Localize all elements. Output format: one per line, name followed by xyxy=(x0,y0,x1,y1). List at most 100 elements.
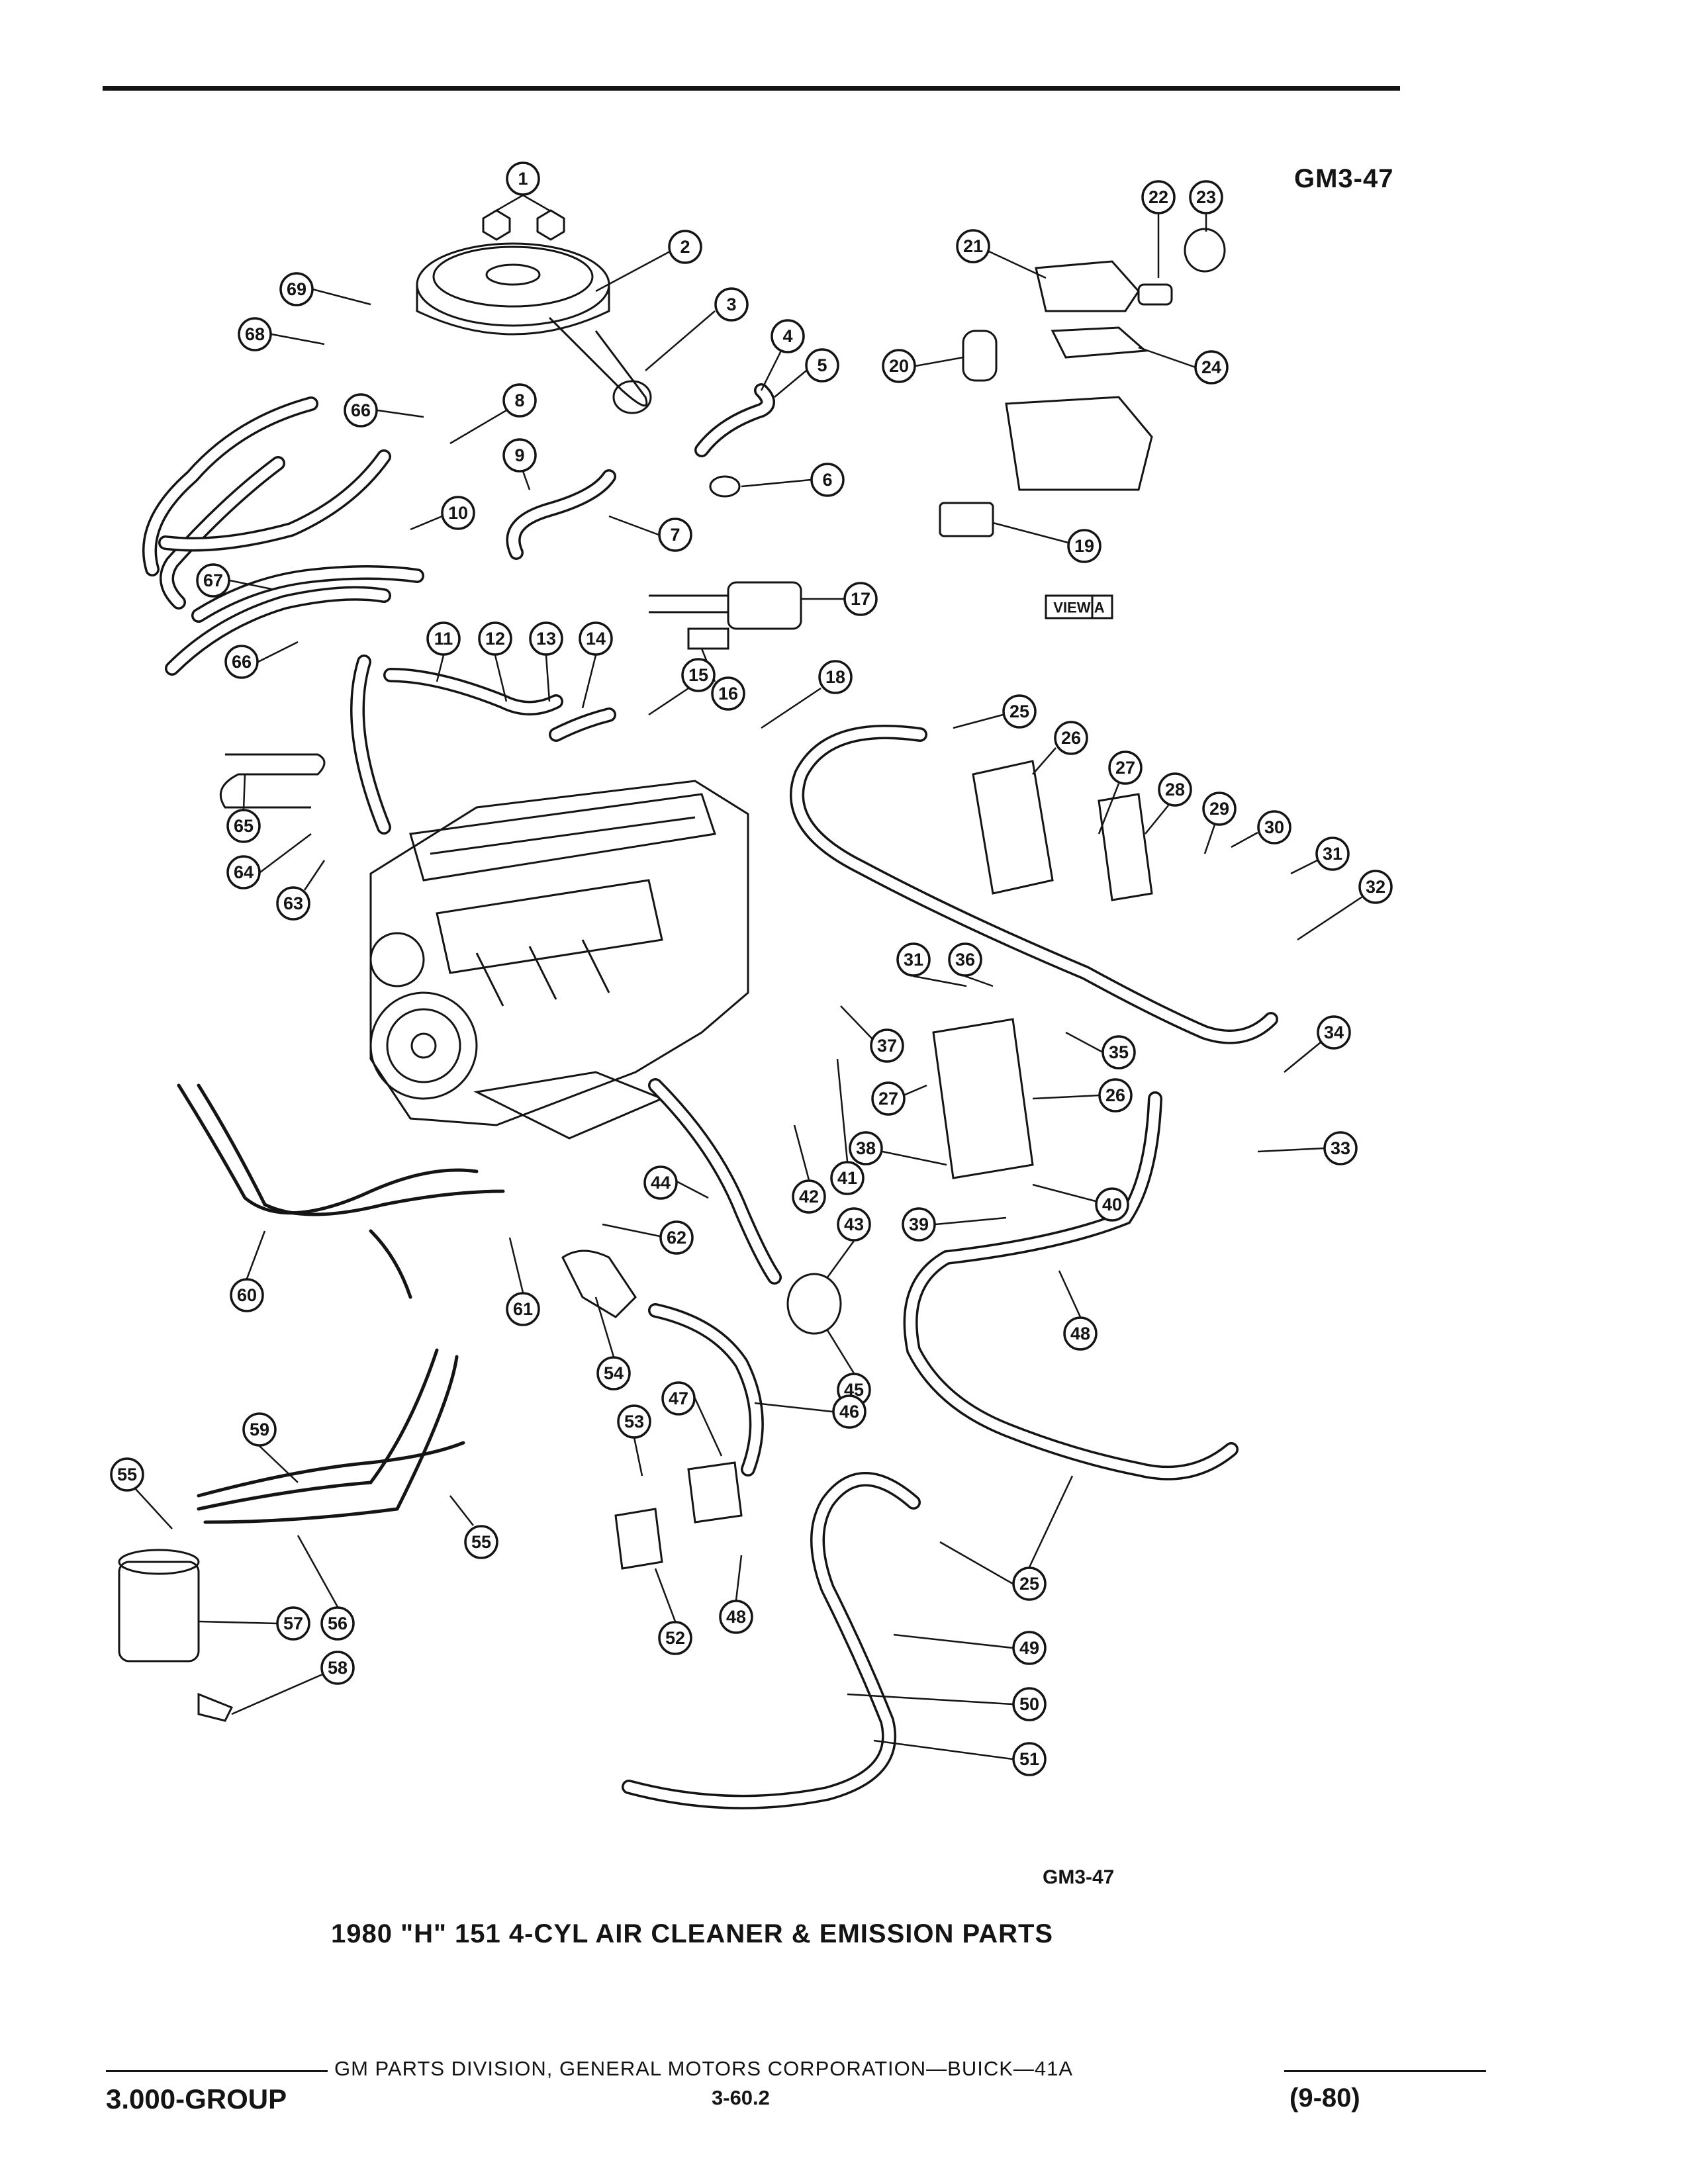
callout-number: 7 xyxy=(670,525,680,545)
callout-number: 3 xyxy=(726,295,736,314)
callout-52: 52 xyxy=(658,1621,692,1655)
callout-5: 5 xyxy=(805,348,839,383)
callout-35: 35 xyxy=(1102,1035,1136,1069)
air-cleaner-housing xyxy=(416,242,652,414)
callout-12: 12 xyxy=(478,621,512,656)
callout-31: 31 xyxy=(896,942,931,977)
pcv-hoses xyxy=(506,383,775,560)
callout-64: 64 xyxy=(226,855,261,889)
footer-date: (9-80) xyxy=(1289,2083,1360,2113)
callout-circle xyxy=(902,1207,936,1242)
callout-65: 65 xyxy=(226,809,261,843)
callout-number: 25 xyxy=(1019,1574,1039,1594)
callout-number: 19 xyxy=(1074,536,1094,556)
callout-number: 61 xyxy=(513,1299,533,1319)
callout-26: 26 xyxy=(1098,1078,1133,1113)
callout-54: 54 xyxy=(596,1356,631,1390)
callout-number: 5 xyxy=(817,355,827,375)
callout-44: 44 xyxy=(643,1165,678,1200)
callout-19: 19 xyxy=(1067,529,1102,563)
callout-14: 14 xyxy=(579,621,613,656)
callout-number: 65 xyxy=(234,816,254,836)
vacuum-hoses-upper-left xyxy=(142,396,424,676)
callout-number: 40 xyxy=(1102,1195,1122,1214)
callout-number: 59 xyxy=(250,1420,269,1439)
callout-17: 17 xyxy=(843,582,878,616)
callout-49: 49 xyxy=(1012,1631,1047,1665)
footer-division-text: GM PARTS DIVISION, GENERAL MOTORS CORPOR… xyxy=(334,2057,1074,2080)
callout-number: 44 xyxy=(651,1173,671,1193)
callout-24: 24 xyxy=(1194,350,1229,385)
callout-66: 66 xyxy=(344,393,378,428)
callout-circle xyxy=(668,230,702,264)
callout-circle xyxy=(658,518,692,552)
callout-number: 34 xyxy=(1324,1023,1344,1042)
callout-69: 69 xyxy=(279,272,314,306)
callout-circle xyxy=(1189,180,1223,214)
callout-number: 16 xyxy=(718,684,738,704)
callout-number: 51 xyxy=(1019,1749,1039,1769)
callout-number: 48 xyxy=(1070,1324,1090,1343)
callout-circle xyxy=(242,1412,277,1447)
callout-number: 31 xyxy=(1323,844,1342,864)
callout-number: 17 xyxy=(851,589,870,609)
callout-circle xyxy=(1194,350,1229,385)
callout-circle xyxy=(870,1028,904,1063)
callout-number: 42 xyxy=(799,1187,819,1206)
figure-id-bottom: GM3-47 xyxy=(1043,1866,1115,1888)
callout-circle xyxy=(110,1457,144,1492)
callout-number: 66 xyxy=(351,400,371,420)
callout-circle xyxy=(659,1220,694,1255)
callout-circle xyxy=(805,348,839,383)
callout-number: 22 xyxy=(1149,187,1168,207)
callout-circle xyxy=(1202,792,1237,826)
parts-illustration: VIEW A xyxy=(118,209,1278,1809)
engine-block xyxy=(369,780,749,1140)
callout-37: 37 xyxy=(870,1028,904,1063)
callout-number: 37 xyxy=(877,1036,897,1056)
callout-circle xyxy=(1102,1035,1136,1069)
callout-number: 33 xyxy=(1331,1138,1350,1158)
callout-53: 53 xyxy=(617,1404,651,1439)
callout-number: 25 xyxy=(1009,702,1029,721)
callout-circle xyxy=(810,463,845,497)
callout-circle xyxy=(226,809,261,843)
callout-circle xyxy=(478,621,512,656)
callout-circle xyxy=(896,942,931,977)
callout-circle xyxy=(279,272,314,306)
callout-number: 60 xyxy=(237,1285,257,1305)
callout-number: 28 xyxy=(1165,780,1185,799)
callout-number: 10 xyxy=(448,503,468,523)
callout-34: 34 xyxy=(1317,1015,1351,1050)
callout-32: 32 xyxy=(1358,870,1393,904)
wing-nuts xyxy=(482,209,565,241)
callout-46: 46 xyxy=(832,1394,867,1429)
callout-number: 68 xyxy=(245,324,265,344)
callout-47: 47 xyxy=(661,1381,696,1416)
callout-number: 39 xyxy=(909,1214,929,1234)
callout-number: 55 xyxy=(471,1532,491,1552)
callout-circle xyxy=(1012,1567,1047,1601)
callout-2: 2 xyxy=(668,230,702,264)
callout-number: 38 xyxy=(856,1138,876,1158)
callout-36: 36 xyxy=(948,942,982,977)
callout-number: 18 xyxy=(825,667,845,687)
callout-42: 42 xyxy=(792,1179,826,1214)
vacuum-lines-left xyxy=(177,1083,505,1524)
callout-circle xyxy=(1054,721,1088,755)
callout-number: 67 xyxy=(203,570,223,590)
callout-3: 3 xyxy=(714,287,749,322)
callout-68: 68 xyxy=(238,317,272,351)
callout-number: 31 xyxy=(904,950,923,970)
callout-56: 56 xyxy=(320,1606,355,1641)
callout-21: 21 xyxy=(956,229,990,263)
callout-number: 8 xyxy=(514,390,524,410)
callout-25: 25 xyxy=(1002,694,1037,729)
callout-number: 43 xyxy=(844,1214,864,1234)
callout-circle xyxy=(320,1606,355,1641)
callout-circle xyxy=(579,621,613,656)
callout-9: 9 xyxy=(502,438,537,473)
callout-61: 61 xyxy=(506,1292,540,1326)
callout-circle xyxy=(506,161,540,196)
